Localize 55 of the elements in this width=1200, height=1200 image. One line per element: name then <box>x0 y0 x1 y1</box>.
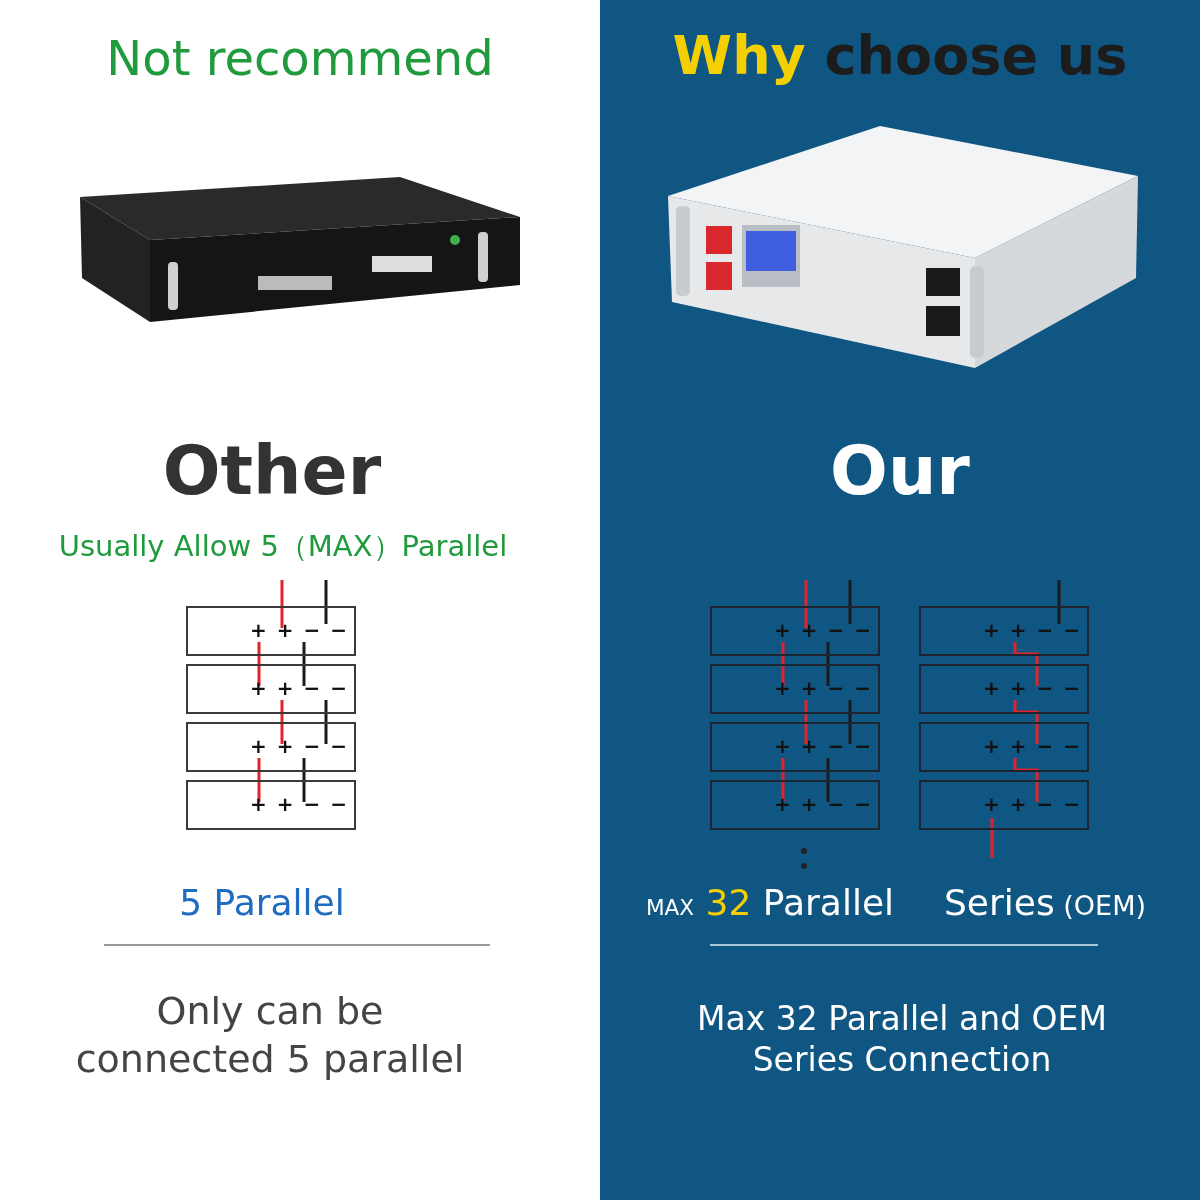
wire <box>257 758 261 802</box>
wire <box>302 758 306 802</box>
battery-box <box>919 722 1089 772</box>
battery-box <box>710 780 880 830</box>
terminal-signs: + + − − <box>250 792 347 816</box>
diagram-caption: Series (OEM) <box>943 881 1147 925</box>
wire <box>848 700 852 744</box>
wire <box>1057 580 1061 624</box>
terminal-signs: + + − − <box>774 792 871 816</box>
wire <box>826 642 830 686</box>
wire <box>1013 700 1039 744</box>
wire <box>781 758 785 802</box>
wire <box>257 642 261 686</box>
battery-box <box>710 722 880 772</box>
terminal-signs: + + − − <box>774 618 871 642</box>
battery-box <box>919 780 1089 830</box>
wire <box>781 642 785 686</box>
battery-box <box>919 606 1089 656</box>
battery-box <box>186 664 356 714</box>
description: Only can be connected 5 parallel <box>74 988 466 1083</box>
column-heading: Our <box>829 430 971 512</box>
terminal-signs: + + − − <box>774 676 871 700</box>
terminal-signs: + + − − <box>983 676 1080 700</box>
diagram-caption: 5 Parallel <box>178 881 346 925</box>
wire <box>848 580 852 624</box>
wire <box>804 700 808 744</box>
diagram-caption: MAX 32 Parallel <box>644 881 896 925</box>
wire <box>324 580 328 624</box>
battery-box <box>186 722 356 772</box>
description: Max 32 Parallel and OEM Series Connection <box>696 998 1108 1081</box>
wire <box>1013 642 1039 686</box>
terminal-signs: + + − − <box>983 734 1080 758</box>
battery-box <box>186 780 356 830</box>
subheading: Usually Allow 5（MAX）Parallel <box>57 528 509 565</box>
wire <box>302 642 306 686</box>
wire <box>826 758 830 802</box>
heading: Why choose us <box>671 23 1129 89</box>
wire <box>324 700 328 744</box>
wire <box>1013 758 1039 802</box>
terminal-signs: + + − − <box>983 792 1080 816</box>
battery-box <box>710 606 880 656</box>
wire <box>280 580 284 628</box>
wire <box>804 580 808 628</box>
wire <box>280 700 284 744</box>
terminal-signs: + + − − <box>774 734 871 758</box>
terminal-signs: + + − − <box>250 618 347 642</box>
heading: Not recommend <box>105 29 495 88</box>
terminal-signs: + + − − <box>983 618 1080 642</box>
battery-box <box>919 664 1089 714</box>
column-heading: Other <box>161 430 383 512</box>
terminal-signs: + + − − <box>250 734 347 758</box>
wire <box>990 818 994 858</box>
battery-box <box>710 664 880 714</box>
battery-box <box>186 606 356 656</box>
terminal-signs: + + − − <box>250 676 347 700</box>
